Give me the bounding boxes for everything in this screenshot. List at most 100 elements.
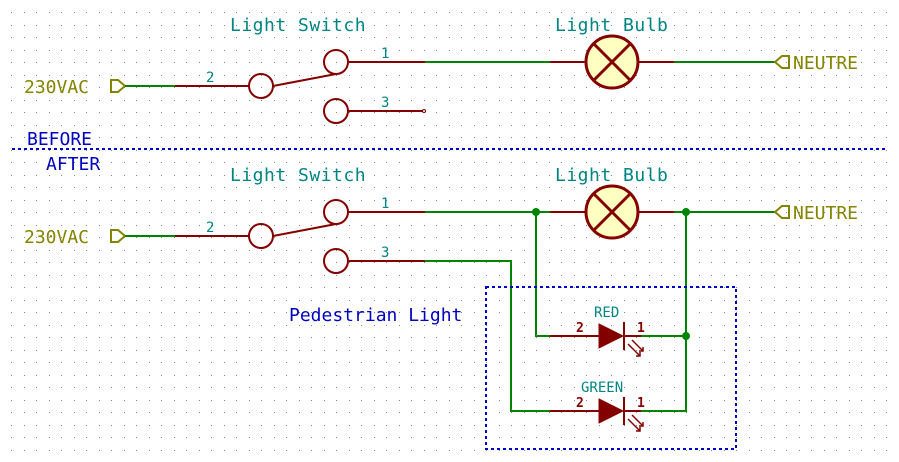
grid-dot [74, 100, 75, 101]
grid-dot [311, 375, 312, 376]
grid-dot [249, 137, 250, 138]
grid-dot [661, 325, 662, 326]
grid-dot [511, 150, 512, 151]
grid-dot [74, 287, 75, 288]
grid-dot [74, 412, 75, 413]
grid-dot [824, 425, 825, 426]
grid-dot [99, 300, 100, 301]
grid-dot [549, 87, 550, 88]
grid-dot [499, 412, 500, 413]
grid-dot [674, 100, 675, 101]
grid-dot [174, 237, 175, 238]
grid-dot [524, 375, 525, 376]
grid-dot [261, 300, 262, 301]
grid-dot [836, 412, 837, 413]
grid-dot [474, 25, 475, 26]
grid-dot [86, 437, 87, 438]
grid-dot [811, 412, 812, 413]
grid-dot [524, 12, 525, 13]
grid-dot [499, 200, 500, 201]
led-pin-anode-label: 2 [576, 396, 584, 411]
grid-dot [436, 125, 437, 126]
grid-dot [199, 75, 200, 76]
before-light-switch[interactable]: Light Switch 2 1 3 [175, 15, 426, 124]
grid-dot [99, 187, 100, 188]
grid-dot [474, 162, 475, 163]
grid-dot [786, 425, 787, 426]
grid-dot [699, 400, 700, 401]
grid-dot [586, 137, 587, 138]
grid-dot [624, 312, 625, 313]
grid-dot [836, 125, 837, 126]
grid-dot [811, 12, 812, 13]
grid-dot [36, 137, 37, 138]
grid-dot [374, 87, 375, 88]
grid-dot [436, 162, 437, 163]
grid-dot [824, 187, 825, 188]
grid-dot [274, 212, 275, 213]
grid-dot [486, 362, 487, 363]
grid-dot [261, 175, 262, 176]
grid-dot [611, 112, 612, 113]
grid-dot [824, 325, 825, 326]
green-led[interactable]: GREEN 2 1 [550, 380, 645, 432]
grid-dot [599, 300, 600, 301]
grid-dot [49, 337, 50, 338]
grid-dot [174, 362, 175, 363]
grid-dot [374, 450, 375, 451]
grid-dot [299, 350, 300, 351]
before-light-bulb[interactable]: Light Bulb [550, 15, 674, 90]
grid-dot [36, 87, 37, 88]
grid-dot [299, 162, 300, 163]
red-led[interactable]: RED 2 1 [550, 305, 645, 357]
grid-dot [886, 50, 887, 51]
grid-dot [411, 187, 412, 188]
grid-dot [349, 450, 350, 451]
grid-dot [99, 450, 100, 451]
grid-dot [774, 425, 775, 426]
grid-dot [186, 37, 187, 38]
after-light-switch[interactable]: Light Switch 2 1 3 [175, 165, 425, 274]
grid-dot [524, 350, 525, 351]
grid-dot [274, 62, 275, 63]
grid-dot [424, 450, 425, 451]
grid-dot [786, 325, 787, 326]
grid-dot [874, 50, 875, 51]
grid-dot [549, 287, 550, 288]
grid-dot [461, 412, 462, 413]
grid-dot [436, 25, 437, 26]
grid-dot [349, 112, 350, 113]
grid-dot [761, 300, 762, 301]
grid-dot [799, 150, 800, 151]
grid-dot [361, 187, 362, 188]
grid-dot [186, 437, 187, 438]
grid-dot [711, 200, 712, 201]
after-output-port[interactable]: NEUTRE [773, 203, 858, 224]
grid-dot [136, 275, 137, 276]
output-port-arrow-icon [773, 55, 790, 69]
grid-dot [886, 250, 887, 251]
grid-dot [724, 112, 725, 113]
grid-dot [274, 350, 275, 351]
grid-dot [249, 400, 250, 401]
grid-dot [824, 412, 825, 413]
grid-dot [849, 37, 850, 38]
grid-dot [574, 362, 575, 363]
grid-dot [224, 450, 225, 451]
after-input-port[interactable]: 230VAC [24, 227, 127, 248]
grid-dot [24, 350, 25, 351]
grid-dot [86, 150, 87, 151]
after-light-bulb[interactable]: Light Bulb [550, 165, 674, 240]
before-output-port[interactable]: NEUTRE [773, 53, 858, 74]
grid-dot [649, 312, 650, 313]
before-input-port[interactable]: 230VAC [24, 77, 127, 98]
grid-dot [36, 337, 37, 338]
grid-dot [524, 25, 525, 26]
grid-dot [324, 375, 325, 376]
grid-dot [286, 400, 287, 401]
grid-dot [186, 175, 187, 176]
grid-dot [61, 100, 62, 101]
grid-dot [11, 25, 12, 26]
grid-dot [211, 312, 212, 313]
